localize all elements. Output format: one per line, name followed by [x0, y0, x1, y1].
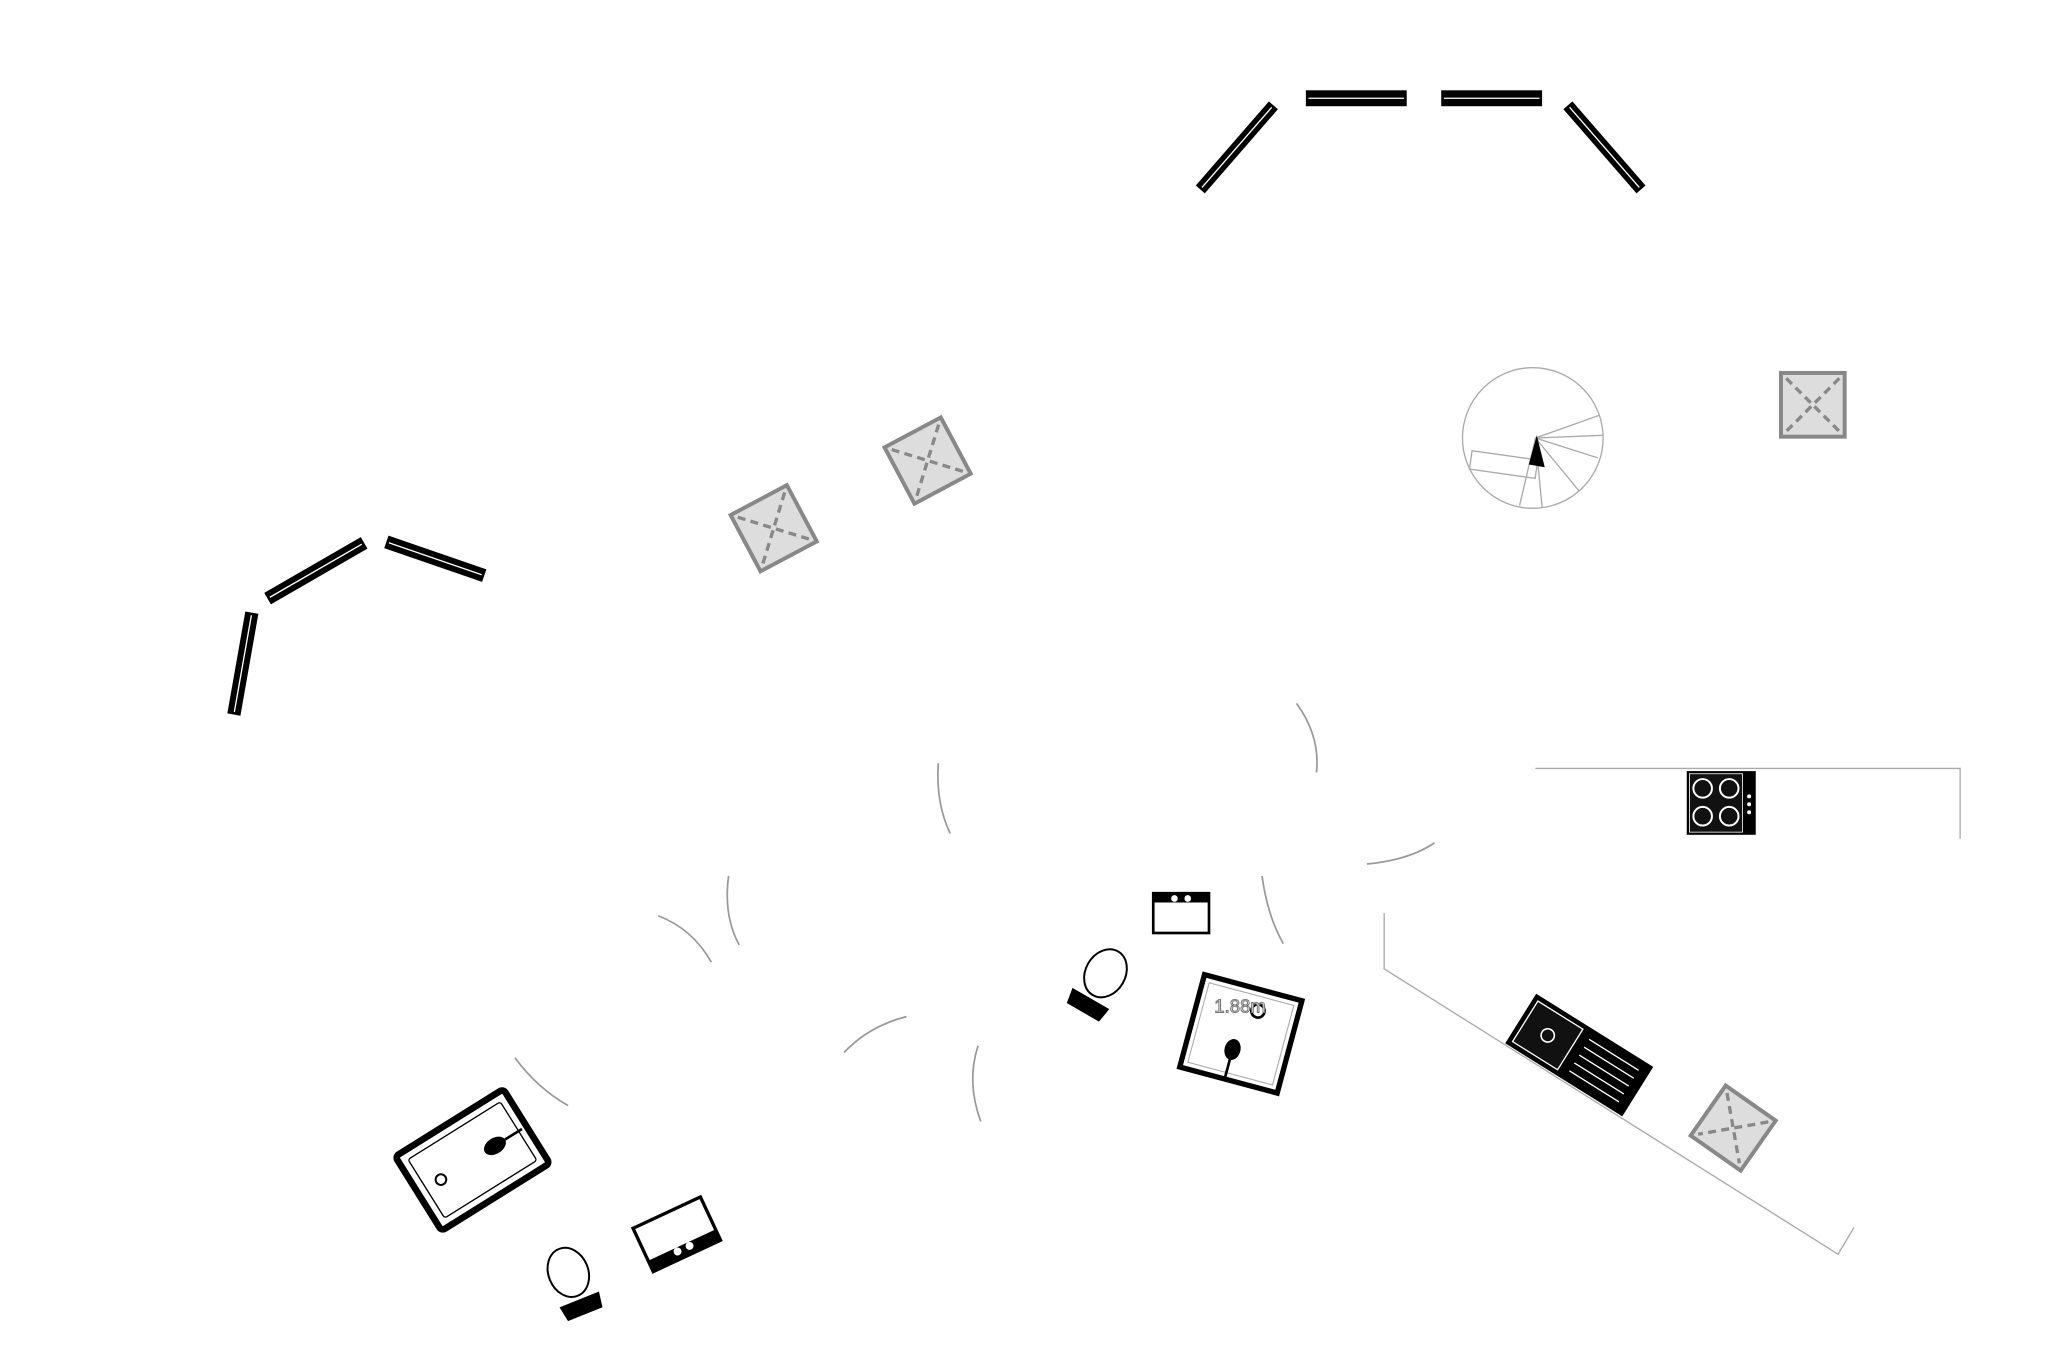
skylights — [727, 370, 1847, 1174]
spiral-staircase — [1461, 366, 1604, 509]
door-swings — [514, 702, 1436, 1122]
toilet-icon — [546, 1246, 603, 1322]
shower-icon — [1176, 971, 1306, 1097]
dimension-label: 1.88m — [1214, 996, 1266, 1017]
window — [384, 535, 487, 582]
bathtub-icon — [393, 1087, 552, 1233]
bathroom-1: 1.88m — [1066, 891, 1306, 1097]
skylight — [881, 414, 974, 507]
window — [264, 537, 368, 605]
bathroom-2 — [393, 1087, 723, 1322]
window — [1195, 101, 1278, 194]
window — [1441, 90, 1543, 107]
kitchen-sink-icon — [1505, 993, 1654, 1117]
window — [227, 611, 259, 716]
skylight — [727, 482, 820, 575]
basin-icon — [630, 1194, 723, 1274]
window — [1305, 90, 1407, 107]
skylight — [1687, 1082, 1779, 1174]
window — [1563, 101, 1646, 194]
toilet-icon — [1066, 948, 1128, 1022]
skylight — [1778, 370, 1847, 439]
basin-icon — [1151, 891, 1211, 935]
windows — [227, 90, 1646, 716]
hob-icon — [1686, 771, 1756, 835]
kitchen-counter — [1383, 767, 1961, 1256]
